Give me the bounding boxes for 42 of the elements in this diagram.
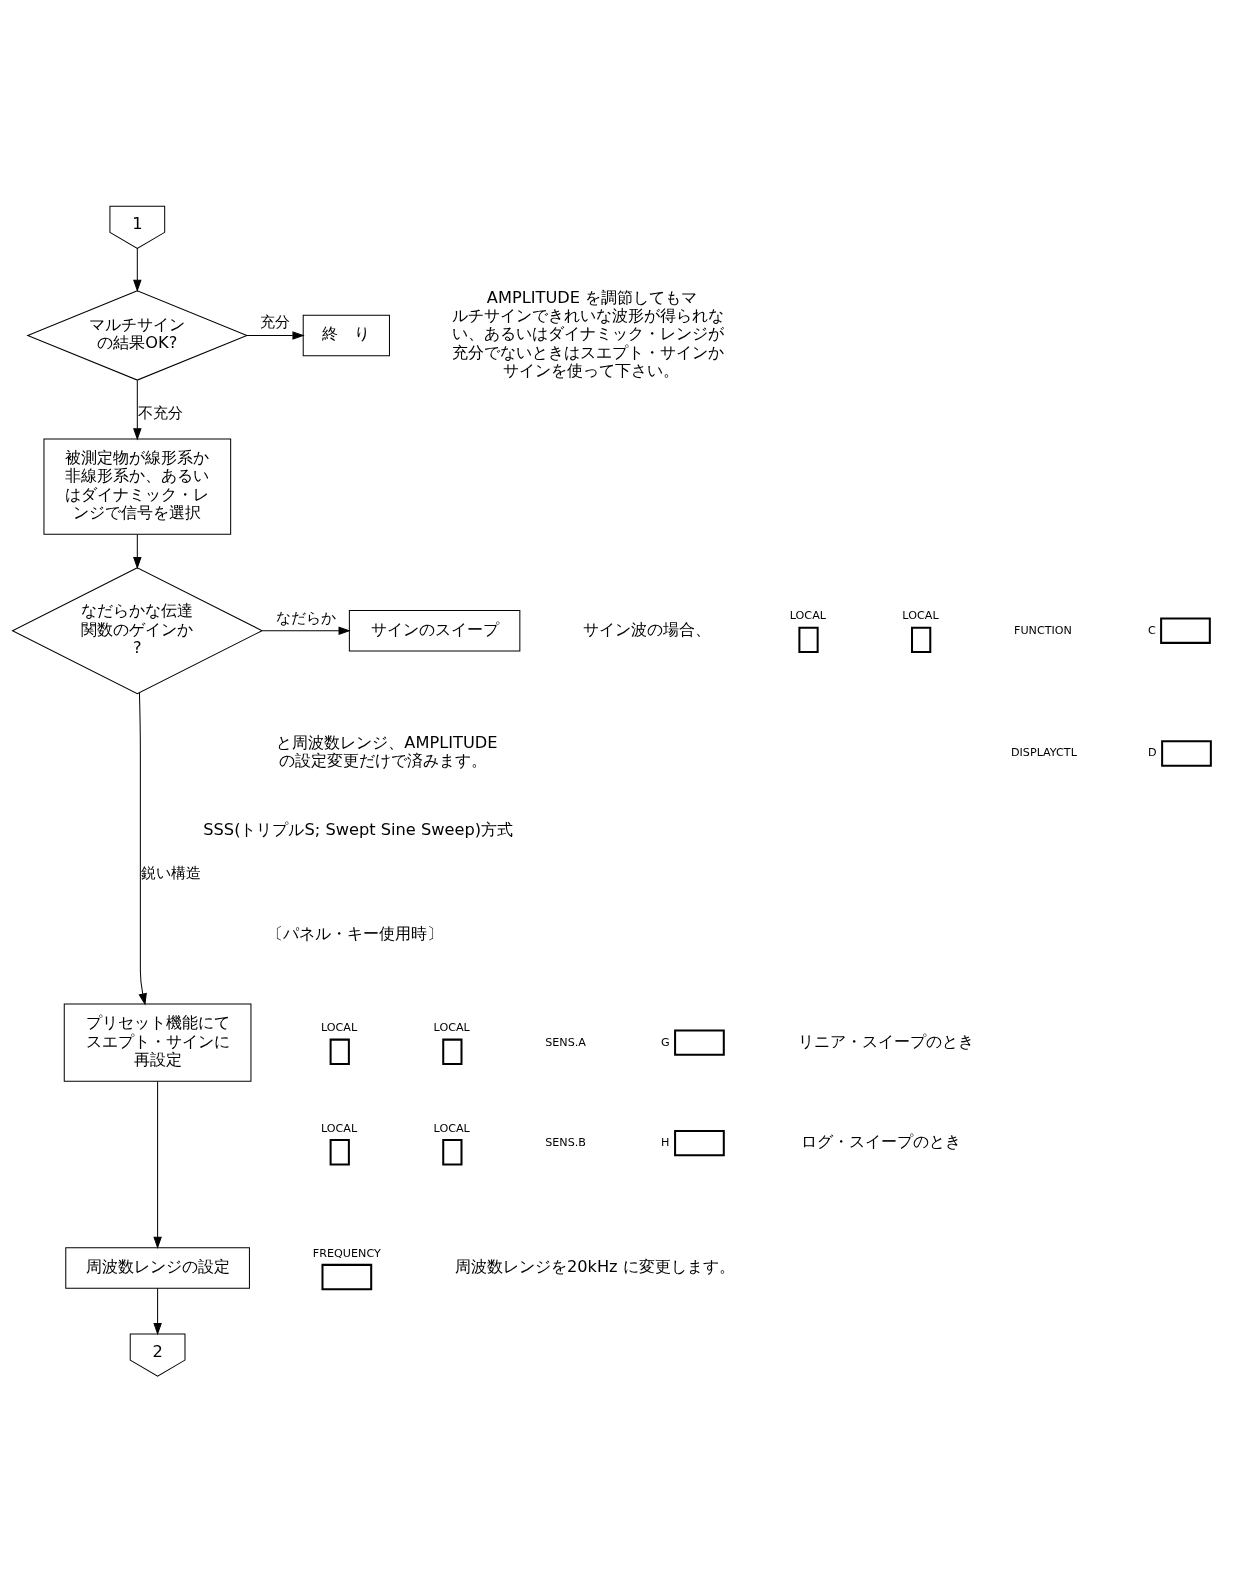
arrow (262, 625, 351, 635)
arrow (246, 330, 305, 340)
node-diamond: なだらかな伝達関数のゲインか? (11, 566, 264, 694)
label: AMPLITUDE を調節してもマルチサインできれいな波形が得られない、あるいはダイナミック・レンジが充分でないときはスエプト・サインかサインを使って下さい。 (451, 287, 725, 380)
label: LOCAL (320, 1121, 358, 1135)
label: DISPLAYCTL (1010, 745, 1077, 759)
label: G (660, 1035, 670, 1049)
label: サイン波の場合、 (582, 619, 711, 639)
node-diamond: マルチサインの結果OK? (26, 289, 249, 381)
label: LOCAL (320, 1020, 358, 1034)
label: FUNCTION (1013, 623, 1072, 637)
node-box: サインのスイープ (348, 609, 521, 651)
label: SSS(トリプルS; Swept Sine Sweep)方式 (203, 819, 514, 839)
label: LOCAL (902, 608, 939, 622)
arrow (133, 533, 142, 569)
edge-label: 充分 (260, 312, 291, 331)
label: リニア・スイープのとき (797, 1031, 974, 1051)
edge-label: なだらか (275, 608, 336, 627)
node-box: 被測定物が線形系か非線形系か、あるいはダイナミック・レンジで信号を選択 (43, 437, 232, 535)
node-box: プリセット機能にてスエプト・サインに再設定 (63, 1003, 252, 1082)
label: ログ・スイープのとき (800, 1131, 961, 1151)
label: H (660, 1135, 670, 1149)
label: と周波数レンジ、AMPLITUDE の設定変更だけで済みます。 (276, 732, 498, 770)
label: 〔パネル・キー使用時〕 (267, 923, 444, 943)
label: FREQUENCY (312, 1246, 381, 1260)
label: LOCAL (433, 1020, 470, 1034)
label: C (1147, 623, 1156, 637)
edge-label: 鋭い構造 (141, 863, 202, 882)
label: D (1147, 745, 1157, 759)
edge-label: 不充分 (138, 403, 184, 422)
label: LOCAL (789, 608, 826, 622)
arrow (138, 691, 147, 1006)
node-box: 終 り (302, 314, 390, 356)
label: 周波数レンジを20kHz に変更します。 (454, 1256, 735, 1276)
label: SENS.B (545, 1135, 586, 1149)
node-box: 周波数レンジの設定 (65, 1246, 250, 1289)
arrow (133, 379, 142, 440)
arrow (153, 1080, 162, 1249)
arrow (133, 247, 142, 292)
label: LOCAL (433, 1121, 470, 1135)
label: SENS.A (545, 1035, 586, 1049)
arrow (153, 1287, 162, 1335)
